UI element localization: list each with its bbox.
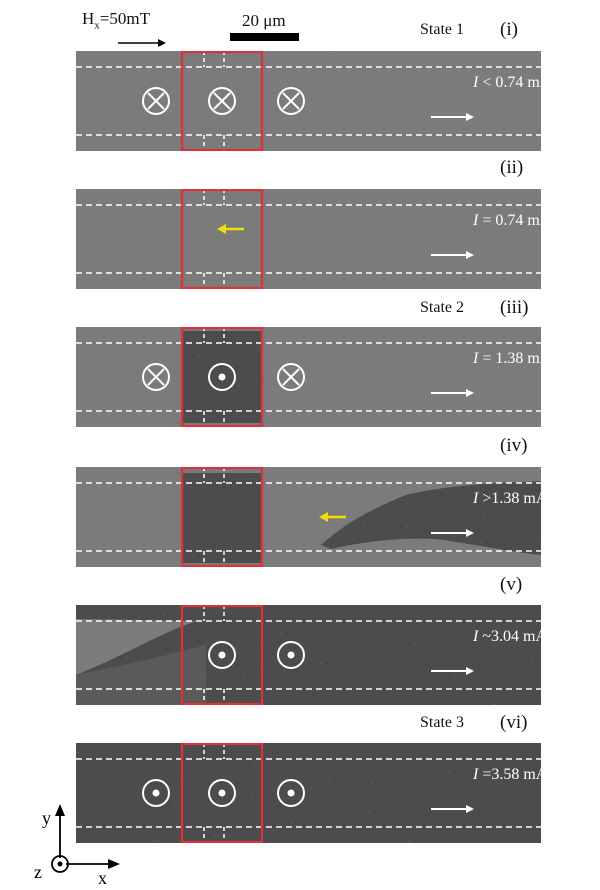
domain-image bbox=[76, 605, 541, 705]
x-axis-label: x bbox=[98, 868, 107, 888]
field-label: Hx=50mT bbox=[82, 9, 150, 32]
current-label: I = 0.74 mA bbox=[473, 212, 541, 229]
state-label: State 3 bbox=[420, 714, 464, 731]
current-label: I >1.38 mA bbox=[473, 490, 541, 507]
state-label: State 2 bbox=[420, 299, 464, 316]
domain-image bbox=[76, 327, 541, 427]
current-label: I =3.58 mA bbox=[473, 766, 541, 783]
micrograph-panel: I =3.58 mA bbox=[76, 743, 541, 843]
state-label: State 1 bbox=[420, 21, 464, 38]
panel-label: (iii) bbox=[500, 297, 529, 318]
scale-label: 20 μm bbox=[242, 11, 286, 30]
micrograph-panel: I >1.38 mA bbox=[76, 467, 541, 567]
domain-image bbox=[76, 467, 541, 567]
scale-bar bbox=[230, 33, 299, 41]
z-axis-label: z bbox=[34, 862, 42, 882]
panel-label: (ii) bbox=[500, 157, 524, 178]
micrograph-panel: I = 0.74 mA bbox=[76, 189, 541, 289]
micrograph-panel: I = 1.38 mA bbox=[76, 327, 541, 427]
current-label: I = 1.38 mA bbox=[473, 350, 541, 367]
current-label: I ~3.04 mA bbox=[473, 628, 541, 645]
domain-image bbox=[76, 51, 541, 151]
panel-label: (vi) bbox=[500, 712, 528, 733]
panel-label: (i) bbox=[500, 19, 518, 40]
field-arrow-icon bbox=[118, 39, 166, 47]
micrograph-panel: I < 0.74 mA bbox=[76, 51, 541, 151]
panel-label: (iv) bbox=[500, 435, 528, 456]
coordinate-axes: y z x bbox=[34, 804, 120, 888]
domain-image bbox=[76, 743, 541, 843]
panel-label: (v) bbox=[500, 574, 523, 595]
domain-image bbox=[76, 189, 541, 289]
current-label: I < 0.74 mA bbox=[473, 74, 541, 91]
micrograph-panel: I ~3.04 mA bbox=[76, 605, 541, 705]
y-axis-label: y bbox=[42, 808, 51, 828]
